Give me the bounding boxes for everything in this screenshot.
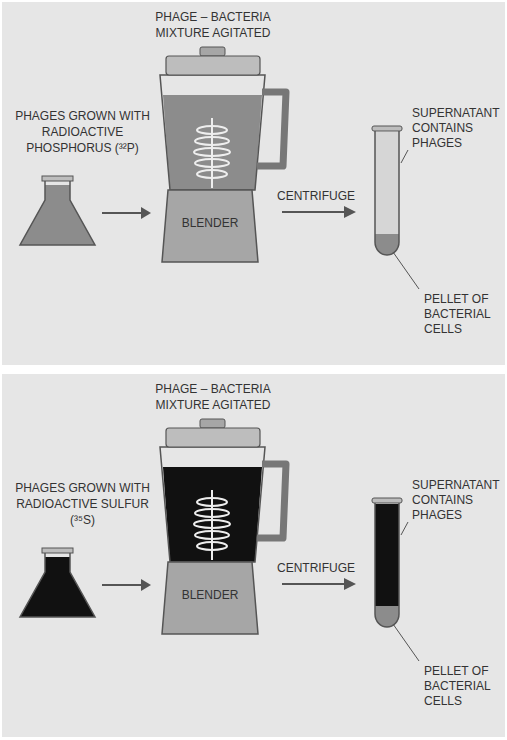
step-title: PHAGE – BACTERIA MIXTURE AGITATED [143, 381, 283, 413]
flask-liquid [20, 185, 95, 245]
step-label: CENTRIFUGE [268, 188, 364, 204]
step-label: CENTRIFUGE [268, 560, 364, 576]
callout-label: PELLET OF BACTERIAL CELLS [424, 664, 490, 709]
callout-label: PELLET OF BACTERIAL CELLS [424, 292, 490, 337]
blender-node: PHAGE – BACTERIA MIXTURE AGITATEDBLENDER [155, 55, 270, 265]
supernatant [375, 504, 399, 627]
apparatus [20, 47, 419, 289]
blender-label: BLENDER [155, 215, 265, 231]
flow-arrow [102, 207, 151, 219]
panel [2, 2, 505, 365]
blender-node: PHAGE – BACTERIA MIXTURE AGITATEDBLENDER [155, 427, 270, 637]
flask-node: PHAGES GROWN WITH RADIOACTIVE PHOSPHORUS… [18, 178, 98, 248]
callout-label: SUPERNATANT CONTAINS PHAGES [412, 478, 499, 523]
callout-label: SUPERNATANT CONTAINS PHAGES [412, 106, 499, 151]
flask-node: PHAGES GROWN WITH RADIOACTIVE SULFUR (³⁵… [18, 550, 98, 620]
flask-label: PHAGES GROWN WITH RADIOACTIVE PHOSPHORUS… [15, 108, 150, 156]
supernatant [375, 132, 399, 255]
flask-liquid [20, 557, 95, 617]
arrowhead [141, 579, 151, 591]
blender-label: BLENDER [155, 587, 265, 603]
arrowhead [141, 207, 151, 219]
flask-label: PHAGES GROWN WITH RADIOACTIVE SULFUR (³⁵… [15, 480, 150, 528]
step-title: PHAGE – BACTERIA MIXTURE AGITATED [143, 9, 283, 41]
apparatus [20, 419, 419, 661]
panel [2, 374, 505, 737]
flow-arrow [102, 579, 151, 591]
